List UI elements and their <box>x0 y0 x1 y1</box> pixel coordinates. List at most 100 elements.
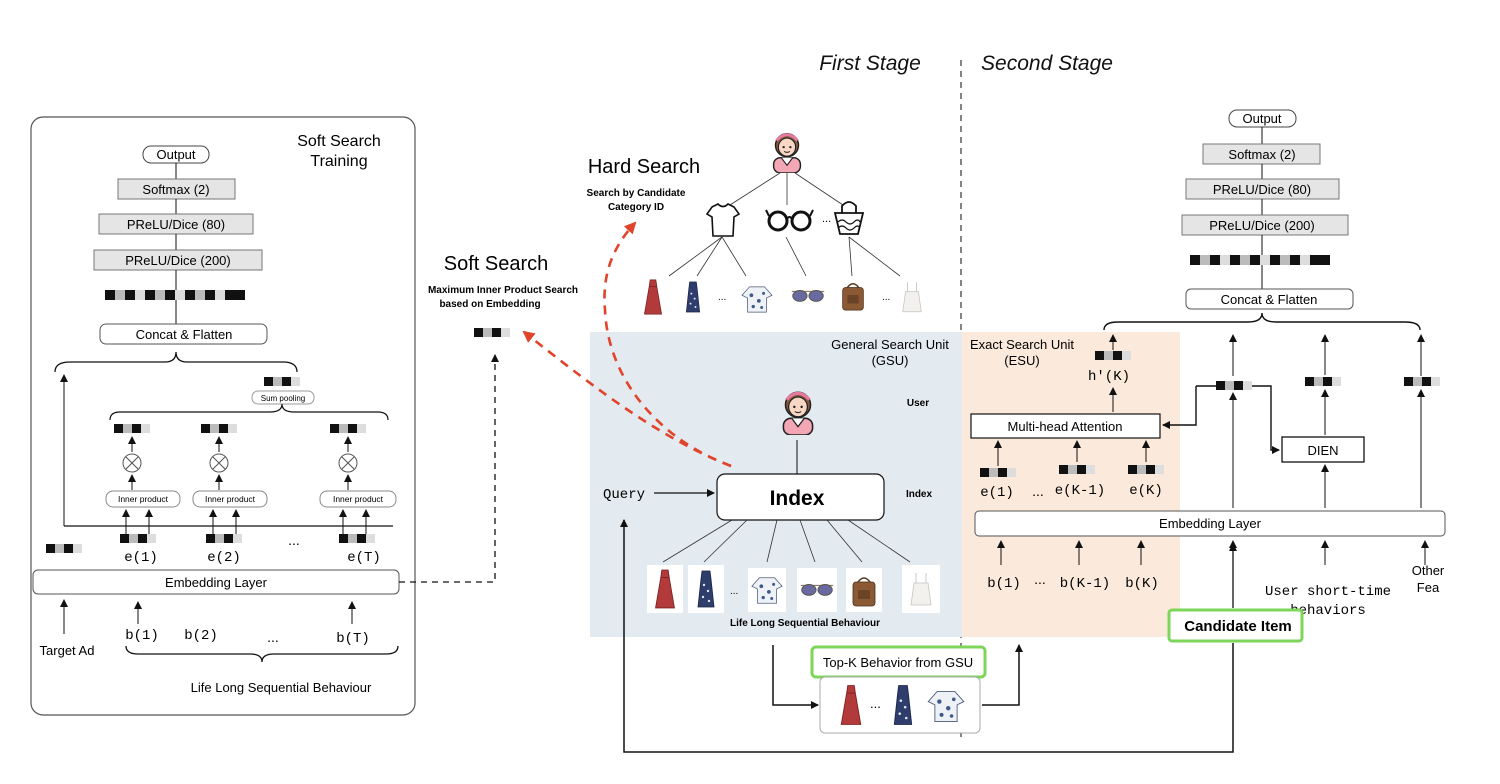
index-box-label: Index <box>770 487 825 510</box>
esu-title: Exact Search Unit <box>970 337 1074 352</box>
inner-product-column-2 <box>192 424 268 508</box>
second-stage-title: Second Stage <box>981 52 1113 75</box>
inner-product-column-1 <box>105 424 181 508</box>
user-avatar-icon <box>772 132 802 173</box>
right-concat-flatten-label: Concat & Flatten <box>1221 292 1318 307</box>
right-prelu200-label: PReLU/Dice (200) <box>1209 218 1315 233</box>
svg-text:...: ... <box>730 586 738 597</box>
left-concat-flatten-box <box>99 323 268 345</box>
soft-search-training-panel <box>30 116 416 716</box>
right-prelu80-label: PReLU/Dice (80) <box>1213 182 1311 197</box>
left-e-dots: ... <box>288 532 300 548</box>
sum-pooling-label: Sum pooling <box>261 394 305 403</box>
dress-icon <box>685 281 701 313</box>
handbag-icon <box>833 201 865 235</box>
esu-background <box>962 332 1180 637</box>
esu-b1-label: b(1) <box>987 576 1021 592</box>
candidate-embedding-vector <box>1216 381 1252 390</box>
left-concat-brace <box>54 351 298 373</box>
multi-head-attention-label: Multi-head Attention <box>1008 419 1123 434</box>
inner-product-label-2: Inner product <box>205 494 256 504</box>
other-feature-vector <box>1404 377 1440 386</box>
right-prelu200-layer <box>1181 214 1349 236</box>
right-embedding-layer-box <box>974 510 1446 537</box>
index-box <box>716 473 885 521</box>
inner-product-label-T: Inner product <box>333 494 384 504</box>
topk-label: Top-K Behavior from GSU <box>823 655 973 670</box>
svg-text:...: ... <box>882 292 890 303</box>
left-prelu200-label: PReLU/Dice (200) <box>125 253 231 268</box>
user-short-time-label-1: User short-time <box>1265 584 1391 600</box>
esu-e1-label: e(1) <box>980 485 1014 501</box>
esu-e-dots: ... <box>1032 483 1044 499</box>
right-concat-brace <box>1103 312 1421 331</box>
category-tree-lines <box>668 172 901 277</box>
esu-eK-label: e(K) <box>1129 483 1163 499</box>
candidate-query-loop-arrow <box>620 519 1234 753</box>
hard-search-subtitle-2: Category ID <box>608 202 664 213</box>
left-softmax-label: Softmax (2) <box>142 182 209 197</box>
dress-icon <box>644 279 662 315</box>
topk-to-esu-arrow <box>982 644 1023 706</box>
esu-embedding-vectors <box>980 465 1164 477</box>
left-concat-flatten-label: Concat & Flatten <box>136 327 233 342</box>
multi-head-attention-box <box>970 413 1161 439</box>
left-e2-label: e(2) <box>207 550 241 566</box>
esu-hK-vector <box>1095 351 1131 360</box>
right-flatten-vector <box>1190 255 1330 265</box>
inner-product-label-1: Inner product <box>118 494 169 504</box>
gsu-user-label: User <box>907 398 929 409</box>
svg-text:...: ... <box>870 696 881 711</box>
first-stage-title: First Stage <box>819 52 921 75</box>
left-prelu80-label: PReLU/Dice (80) <box>127 217 225 232</box>
right-concat-flatten-box <box>1185 288 1354 310</box>
tshirt-icon <box>705 203 741 237</box>
backpack-icon <box>852 577 876 607</box>
gsu-title: General Search Unit <box>831 337 949 352</box>
left-embedding-vectors <box>46 534 375 553</box>
left-prelu200-layer <box>93 249 263 271</box>
dien-output-vector <box>1305 377 1341 386</box>
candidate-item-box <box>1167 608 1304 643</box>
right-embedding-layer-label: Embedding Layer <box>1159 516 1262 531</box>
soft-search-subtitle-2: based on Embedding <box>439 299 540 310</box>
left-embedding-layer-label: Embedding Layer <box>165 575 268 590</box>
other-fea-label-1: Other <box>1412 563 1445 578</box>
dien-box <box>1281 436 1365 463</box>
sunglasses-icon <box>791 289 825 302</box>
gsu-life-long-label: Life Long Sequential Behaviour <box>730 618 880 629</box>
gsu-index-label: Index <box>906 489 933 500</box>
left-output-label: Output <box>156 147 195 162</box>
embedding-to-soft-search-arrow <box>399 354 499 583</box>
right-output-label: Output <box>1242 111 1281 126</box>
esu-b-dots: ... <box>1034 571 1046 587</box>
left-flatten-vector <box>105 290 245 300</box>
soft-search-subtitle-1: Maximum Inner Product Search <box>428 285 578 296</box>
right-softmax-label: Softmax (2) <box>1228 147 1295 162</box>
esu-bK1-label: b(K-1) <box>1060 576 1110 592</box>
soft-search-red-arrow <box>522 330 732 468</box>
left-eT-label: e(T) <box>347 550 381 566</box>
gsu-to-topk-arrow <box>772 645 819 709</box>
esu-bK-label: b(K) <box>1125 576 1159 592</box>
other-fea-label-2: Fea <box>1417 580 1440 595</box>
svg-text:...: ... <box>718 292 726 303</box>
candidate-to-dien-arrow <box>1252 385 1280 454</box>
left-e1-label: e(1) <box>124 550 158 566</box>
life-long-brace <box>125 645 399 663</box>
drawstring-bag-icon <box>902 281 922 313</box>
soft-search-title: Soft Search <box>444 253 549 275</box>
target-ad-label: Target Ad <box>40 643 95 658</box>
left-life-long-label: Life Long Sequential Behaviour <box>191 680 372 695</box>
glasses-icon <box>765 209 814 232</box>
left-b-dots: ... <box>267 629 279 645</box>
sum-pooling-brace <box>109 403 389 421</box>
esu-eK1-label: e(K-1) <box>1055 483 1105 499</box>
left-b2-label: b(2) <box>184 628 218 644</box>
topk-items: ... <box>840 684 965 726</box>
candidate-to-attention-arrow <box>1162 386 1197 429</box>
dien-label: DIEN <box>1307 443 1338 458</box>
blouse-icon <box>741 286 773 313</box>
esu-subtitle: (ESU) <box>1004 353 1039 368</box>
